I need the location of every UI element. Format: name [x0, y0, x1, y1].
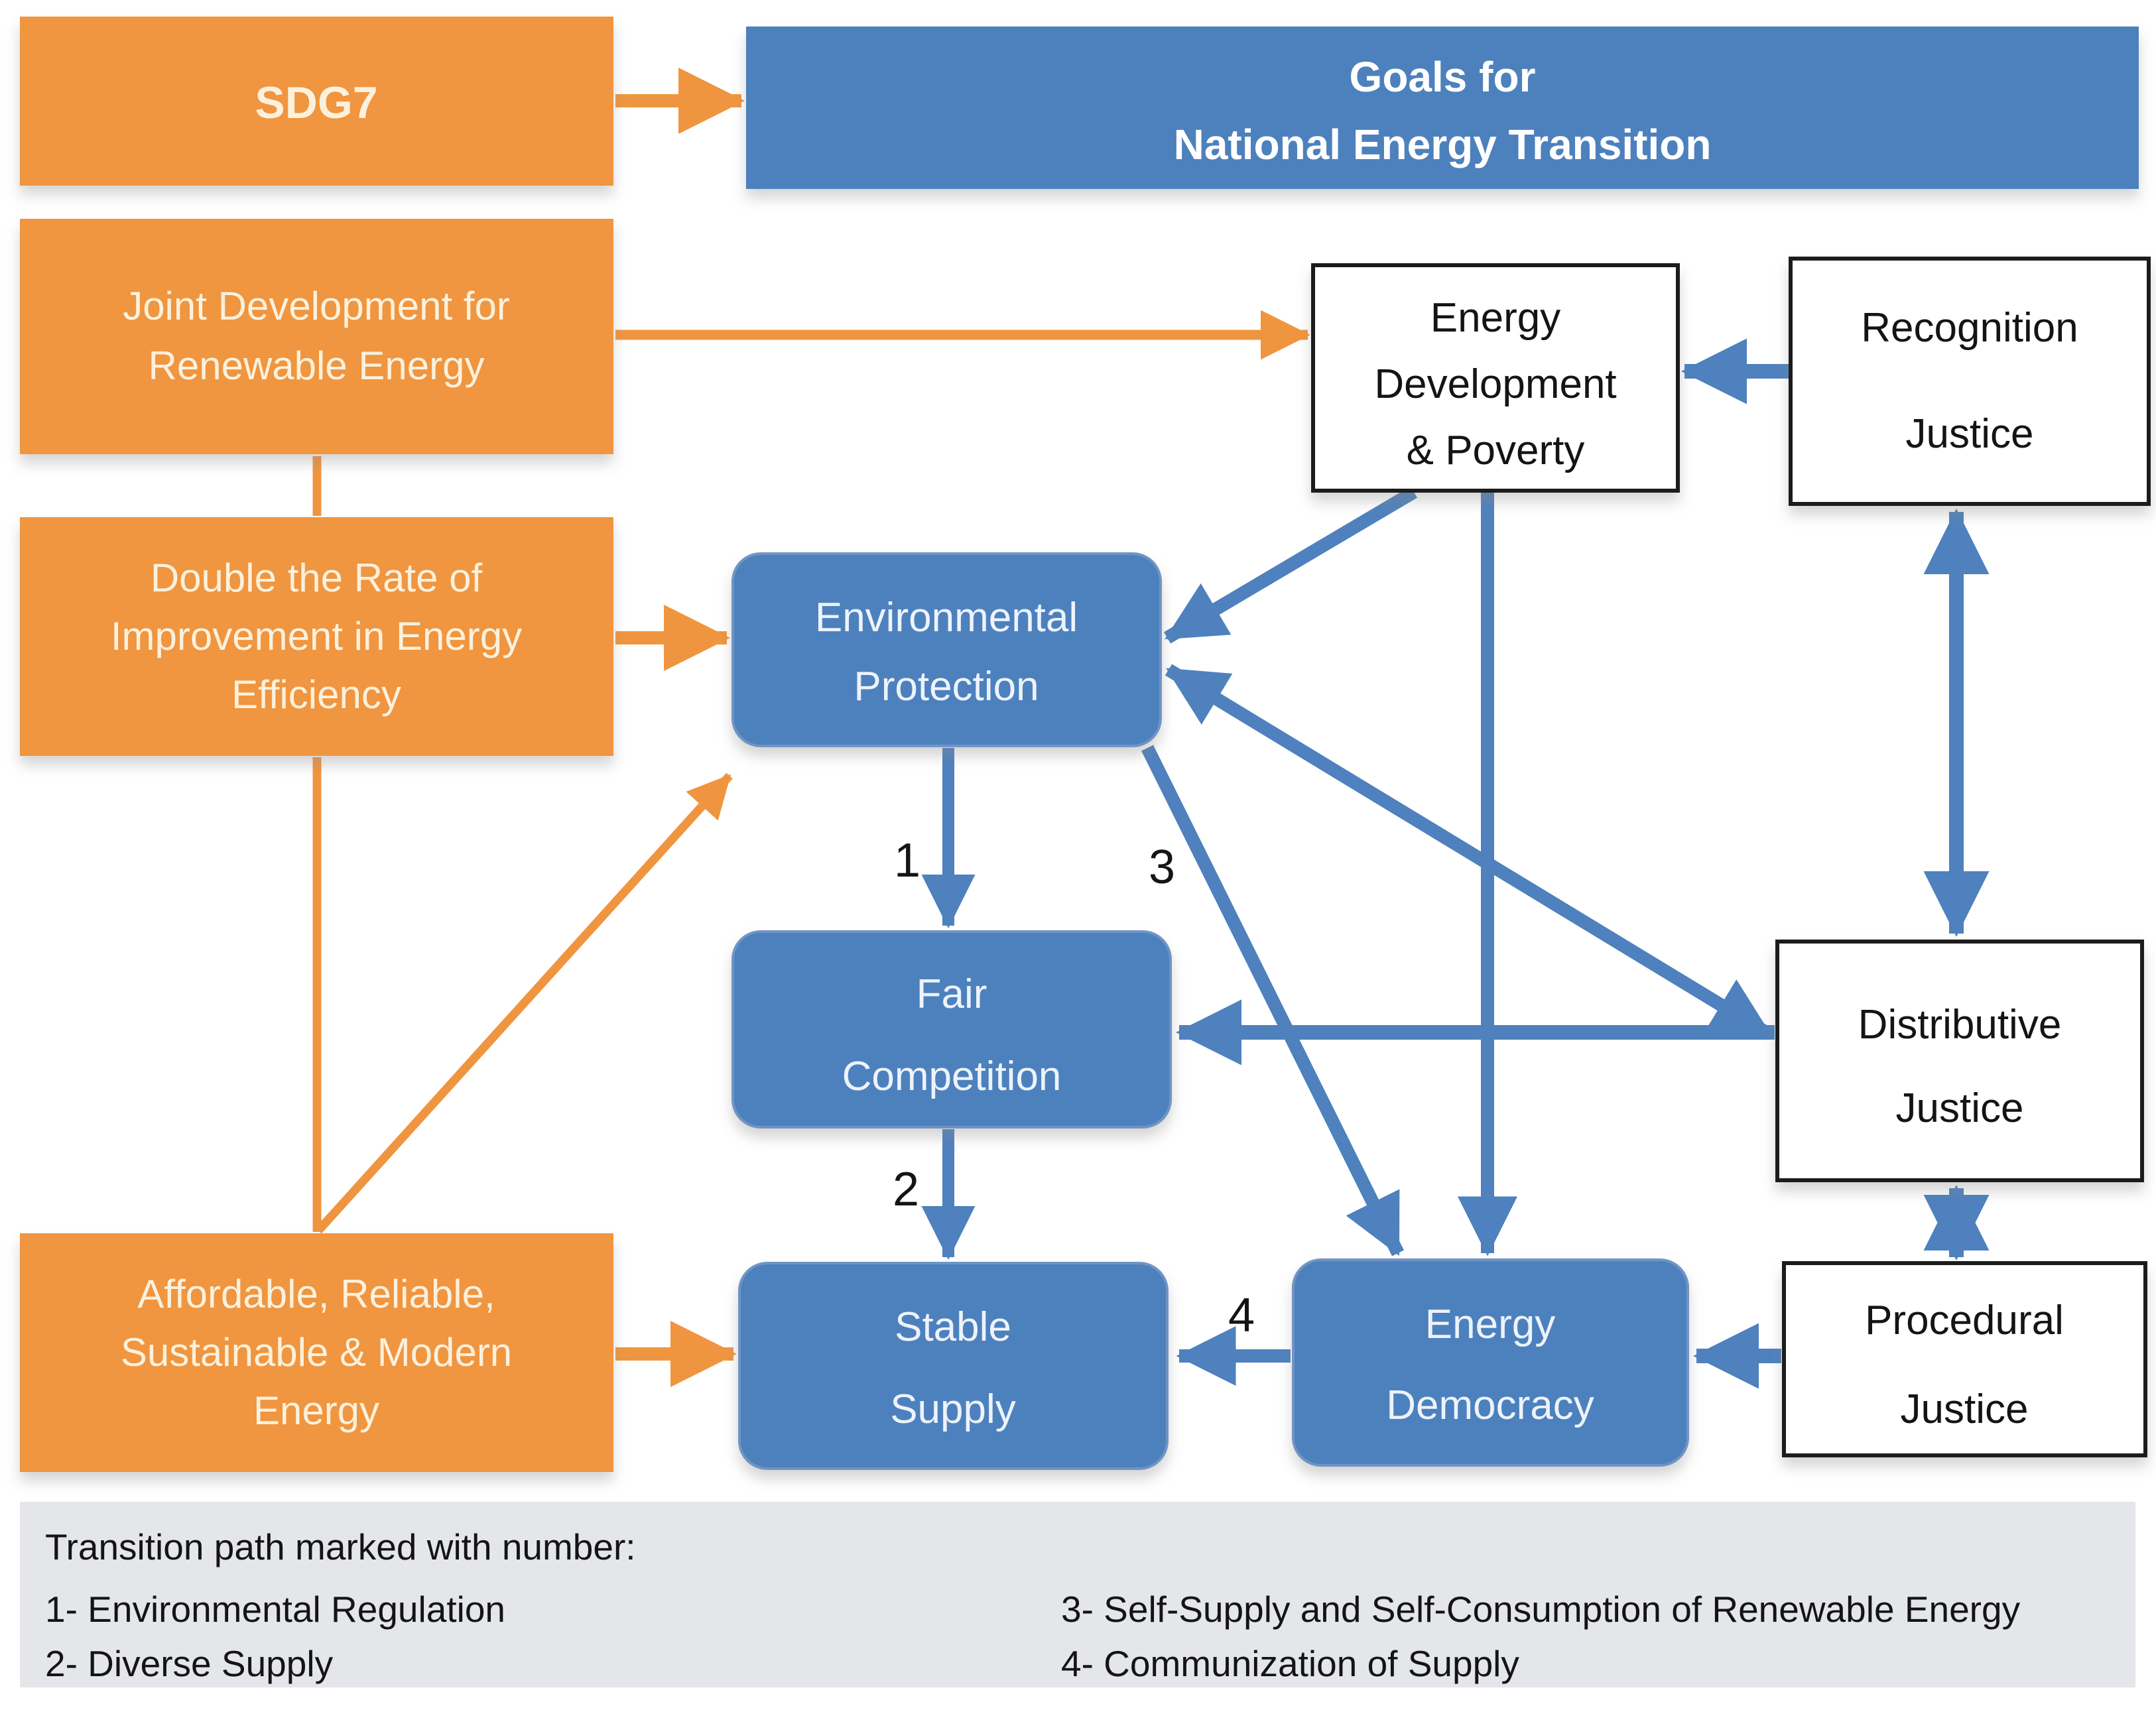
joint-development-label-line-2: Renewable Energy	[149, 343, 485, 388]
recognition-justice-label-line-1: Recognition	[1861, 305, 2078, 351]
energy-development-poverty-label-line-3: & Poverty	[1407, 428, 1585, 473]
path-number-3: 3	[1149, 841, 1175, 894]
stable-supply-label-line-2: Supply	[890, 1386, 1016, 1432]
path-number-2: 2	[893, 1163, 919, 1216]
distributive-justice-label-line-1: Distributive	[1858, 1002, 2062, 1048]
environmental-protection-box	[731, 552, 1162, 747]
distributive-justice-label-line-2: Justice	[1896, 1085, 2024, 1131]
double-rate-label-line-3: Efficiency	[231, 672, 401, 717]
fair-competition-label-line-1: Fair	[917, 971, 987, 1017]
affordable-label-line-2: Sustainable & Modern	[121, 1330, 512, 1375]
arrow-energy-development-poverty-to-environmental-protection	[1163, 486, 1418, 644]
path-number-4: 4	[1228, 1289, 1255, 1342]
goals-box	[746, 27, 2139, 189]
arrow-affordable-to-environmental-protection	[315, 772, 733, 1234]
fair-competition-box	[731, 930, 1172, 1129]
double-rate-label-line-1: Double the Rate of	[151, 556, 483, 600]
energy-development-poverty-label-line-1: Energy	[1430, 295, 1560, 341]
arrow-path3-environmental-protection-to-energy-democracy	[1141, 745, 1404, 1256]
double-rate-label-line-2: Improvement in Energy	[111, 614, 522, 658]
affordable-energy-box	[20, 1233, 613, 1472]
legend-panel	[20, 1502, 2135, 1687]
fair-competition-label-line-2: Competition	[842, 1054, 1062, 1099]
sdg7-box	[20, 17, 613, 186]
affordable-label-line-1: Affordable, Reliable,	[137, 1272, 495, 1316]
legend-item-4: 4- Communization of Supply	[1061, 1643, 1519, 1684]
procedural-justice-box	[1782, 1261, 2147, 1457]
stable-supply-box	[738, 1262, 1169, 1470]
affordable-label-line-3: Energy	[253, 1388, 379, 1433]
stable-supply-label-line-1: Stable	[895, 1304, 1011, 1350]
distributive-justice-box	[1775, 940, 2144, 1182]
double-rate-box	[20, 517, 613, 756]
arrow-environmental-protection-distributive-justice-bidirectional	[1165, 664, 1773, 1040]
recognition-justice-box	[1789, 257, 2151, 506]
recognition-justice-label-line-2: Justice	[1906, 411, 2034, 457]
legend-title: Transition path marked with number:	[45, 1526, 636, 1567]
legend-item-3: 3- Self-Supply and Self-Consumption of R…	[1061, 1589, 2021, 1630]
goals-label-line-2: National Energy Transition	[1174, 121, 1712, 168]
procedural-justice-label-line-2: Justice	[1901, 1386, 2029, 1432]
environmental-protection-label-line-2: Protection	[854, 664, 1039, 709]
energy-development-poverty-box	[1311, 263, 1680, 493]
energy-democracy-label-line-2: Democracy	[1386, 1382, 1594, 1428]
energy-democracy-label-line-1: Energy	[1425, 1302, 1555, 1347]
joint-development-label-line-1: Joint Development for	[123, 284, 510, 328]
legend-item-2: 2- Diverse Supply	[45, 1643, 334, 1684]
energy-development-poverty-label-line-2: Development	[1374, 361, 1616, 407]
joint-development-box	[20, 219, 613, 454]
path-number-1: 1	[894, 834, 920, 887]
environmental-protection-label-line-1: Environmental	[815, 595, 1078, 641]
procedural-justice-label-line-1: Procedural	[1865, 1298, 2064, 1343]
sdg7-label: SDG7	[255, 78, 377, 128]
legend-item-1: 1- Environmental Regulation	[45, 1589, 505, 1630]
energy-democracy-box	[1292, 1258, 1689, 1467]
goals-label-line-1: Goals for	[1350, 53, 1536, 101]
